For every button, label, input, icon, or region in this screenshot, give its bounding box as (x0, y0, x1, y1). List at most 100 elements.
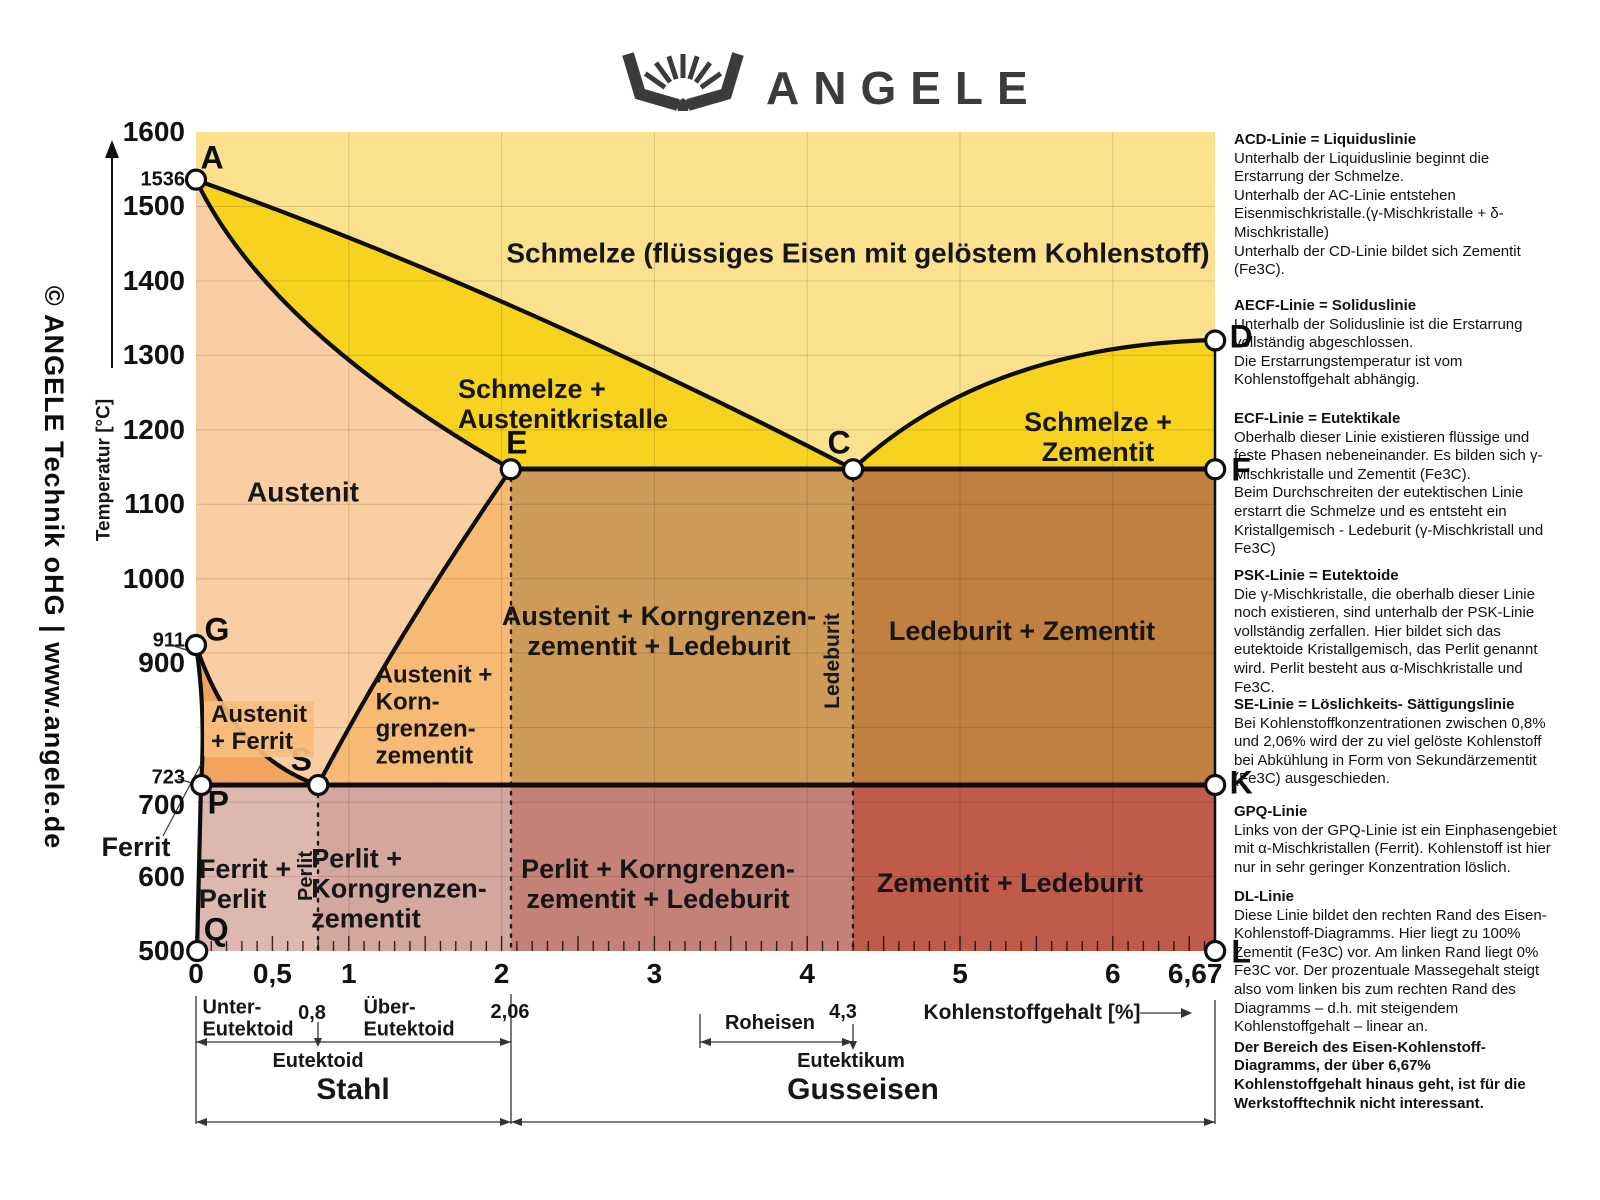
legend-heading: PSK-Linie = Eutektoide (1234, 567, 1399, 584)
logo-left-arm (622, 52, 680, 111)
x-tick-label-2: 2 (493, 958, 510, 989)
legend-block-se: SE-Linie = Löslichkeits- Sättigungslinie… (1234, 696, 1560, 789)
arrowhead (511, 1118, 522, 1126)
legend-body: Die γ-Mischkristalle, die oberhalb diese… (1234, 585, 1538, 696)
point-L (1204, 939, 1227, 963)
y-tick-label-1500: 1500 (122, 190, 185, 222)
legend-body: Unterhalb der Liquiduslinie beginnt die … (1234, 149, 1521, 279)
region-label-austenit: Austenit (247, 476, 359, 508)
arrowhead (500, 1118, 511, 1126)
point-label-A: A (200, 139, 224, 176)
x-tick-label-3: 3 (646, 958, 663, 989)
x-axis-label: Kohlenstoffgehalt [%] (923, 1001, 1141, 1025)
region-label-perlit-kgz-ledeburit: Perlit + Korngrenzen- zementit + Ledebur… (521, 853, 795, 914)
region-label-austenit-ferrit: Austenit + Ferrit (204, 701, 314, 757)
temperature-axis-arrow (105, 140, 119, 368)
gridlines (196, 132, 1215, 951)
line-liquidus-AC (193, 177, 856, 472)
region-label-perlit-kgz: Perlit + Korngrenzen- zementit (311, 843, 487, 935)
label-stahl: Stahl (316, 1073, 390, 1107)
logo-gem (676, 98, 690, 111)
region-schmelze-zementit-fill (853, 340, 1215, 469)
label-roheisen: Roheisen (724, 1011, 816, 1034)
legend-body: Links von der GPQ-Linie ist ein Einphase… (1234, 821, 1557, 876)
x-axis-tickmarks (195, 936, 1206, 951)
region-schmelze-austenit-fill (196, 180, 853, 469)
y-tick-label-600: 600 (138, 860, 185, 892)
region-label-austenit-kgz-ledeburit: Austenit + Korngrenzen- zementit + Ledeb… (501, 600, 817, 661)
y-tick-label-1400: 1400 (122, 264, 185, 296)
region-austenit-kgz-fill (318, 469, 511, 785)
legend-block-aecf: AECF-Linie = Soliduslinie Unterhalb der … (1234, 297, 1560, 390)
region-label-ferrit-perlit: Ferrit + Perlit (198, 853, 292, 914)
copyright-vertical-text: © ANGELE Technik oHG | www.angele.de (39, 285, 69, 850)
x-tick-label-5: 5 (952, 958, 968, 989)
logo-rays (643, 54, 723, 90)
region-ferrit-perlit-fill (197, 785, 318, 951)
point-label-P: P (207, 784, 230, 821)
region-label-ferrit: Ferrit (101, 831, 171, 862)
y-axis-label: Temperatur [°C] (93, 398, 115, 542)
arrowhead (314, 1038, 322, 1047)
region-ledeburit-zementit-fill (853, 469, 1215, 785)
x-tick-label-6,67: 6,67 (1167, 958, 1223, 989)
point-Q (186, 939, 209, 963)
x-tick-label-0: 0 (188, 958, 204, 989)
region-perlit-kgz-ledeburit-fill (511, 785, 853, 951)
label-unter-eutektoid: Unter- Eutektoid (202, 996, 294, 1041)
y-tick-label-1100: 1100 (124, 488, 185, 520)
label-eutektoid: Eutektoid (272, 1049, 364, 1072)
arrowhead (500, 1038, 511, 1046)
point-label-E: E (506, 424, 528, 461)
point-A (184, 168, 208, 191)
point-E (499, 458, 522, 481)
legend-heading: DL-Linie (1234, 888, 1294, 905)
arrowhead (700, 1038, 711, 1046)
x-axis-arrowhead (1181, 1008, 1192, 1018)
legend-block-psk: PSK-Linie = Eutektoide Die γ-Mischkrista… (1234, 567, 1560, 697)
line-liquidus-CD (850, 337, 1218, 472)
point-D (1204, 329, 1227, 352)
legend-bold-note: Der Bereich des Eisen-Kohlenstoff-Diagra… (1234, 1038, 1526, 1112)
region-label-ledeburit-zementit: Ledeburit + Zementit (888, 615, 1156, 646)
label-ueber-eutektoid: Über- Eutektoid (363, 996, 455, 1041)
legend-block-dl: DL-Linie Diese Linie bildet den rechten … (1234, 888, 1560, 1113)
line-SE (315, 466, 514, 788)
legend-body: Diese Linie bildet den rechten Rand des … (1234, 906, 1547, 1036)
region-austenit-fill (196, 180, 511, 785)
line-solidus-AE (193, 177, 514, 472)
label-eutektikum: Eutektikum (797, 1049, 905, 1072)
region-fills (196, 132, 1215, 951)
label-4-3: 4,3 (829, 1000, 857, 1023)
angele-logo-icon (618, 40, 748, 120)
logo-right-arm (686, 52, 744, 111)
point-F (1204, 458, 1227, 481)
line-PQ (194, 782, 204, 954)
region-zementit-ledeburit-fill (853, 785, 1215, 951)
dimension-arrowheads (196, 1008, 1215, 1126)
y-tick-label-1200: 1200 (122, 413, 185, 445)
arrowhead (842, 1038, 853, 1046)
arrowhead (849, 1041, 857, 1050)
x-tick-label-4: 4 (799, 958, 815, 989)
y-tick-label-1600: 1600 (122, 116, 185, 147)
y-tick-label-900: 900 (138, 647, 185, 679)
legend-heading: ECF-Linie = Eutektikale (1234, 410, 1401, 427)
legend-body: Unterhalb der Soliduslinie ist die Ersta… (1234, 315, 1523, 389)
legend-block-ecf: ECF-Linie = Eutektikale Oberhalb dieser … (1234, 410, 1560, 559)
legend-body: Oberhalb dieser Linie existieren flüssig… (1234, 428, 1544, 558)
point-label-L: L (1231, 933, 1251, 970)
y-tick-label-1000: 1000 (122, 562, 185, 594)
phase-boundary-lines (193, 177, 1218, 954)
legend-block-gpq: GPQ-Linie Links von der GPQ-Linie ist ei… (1234, 803, 1560, 877)
y-tick-label-1536: 1536 (140, 168, 186, 191)
line-GP (193, 642, 205, 788)
point-label-G: G (204, 611, 230, 648)
point-label-K: K (1229, 764, 1253, 801)
arrowhead (196, 1038, 207, 1046)
arrowhead (1204, 1118, 1215, 1126)
logo-wordmark: ANGELE (766, 62, 1042, 114)
point-label-F: F (1231, 451, 1251, 488)
